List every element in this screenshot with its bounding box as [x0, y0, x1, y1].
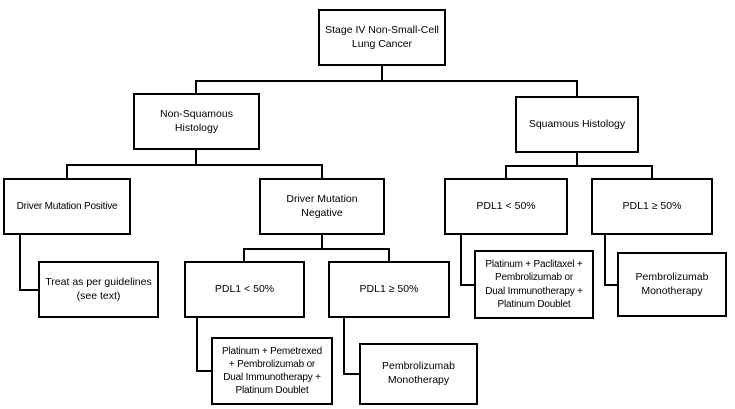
node-squamous-treatment-pdl1-low-label: Platinum + Paclitaxel + Pembrolizumab or… — [485, 259, 583, 310]
node-non-squamous-histology-label: Non-Squamous Histology — [160, 107, 233, 134]
connector-sqpdl1low-to-sqtreat-low — [460, 235, 474, 286]
node-nonsquamous-pdl1-low[interactable]: PDL1 < 50% — [184, 261, 305, 318]
connector-squamous-to-pdl1-high — [577, 165, 653, 178]
node-driver-mutation-positive-label: Driver Mutation Positive — [16, 200, 118, 212]
connector-drivernegative-to-pdl1-low — [243, 235, 323, 261]
connector-root-to-squamous — [382, 80, 578, 96]
node-nonsquamous-pdl1-high-label: PDL1 ≥ 50% — [359, 282, 419, 295]
node-nonsquamous-treatment-pdl1-high[interactable]: Pembrolizumab Monotherapy — [359, 343, 478, 405]
node-squamous-treatment-pdl1-low[interactable]: Platinum + Paclitaxel + Pembrolizumab or… — [474, 250, 594, 319]
connector-root-to-histology — [195, 66, 383, 93]
node-driver-mutation-positive[interactable]: Driver Mutation Positive — [3, 178, 131, 235]
node-squamous-histology-label: Squamous Histology — [528, 117, 626, 130]
node-squamous-histology[interactable]: Squamous Histology — [515, 96, 639, 153]
connector-drivernegative-to-pdl1-high — [322, 248, 390, 261]
connector-pdl1low-to-nstreat-low — [196, 318, 211, 372]
node-squamous-pdl1-low-label: PDL1 < 50% — [476, 199, 536, 212]
node-squamous-pdl1-high-label: PDL1 ≥ 50% — [622, 199, 682, 212]
node-squamous-treatment-pdl1-high[interactable]: Pembrolizumab Monotherapy — [617, 252, 727, 317]
connector-pdl1high-to-nstreat-high — [343, 318, 359, 375]
node-squamous-treatment-pdl1-high-label: Pembrolizumab Monotherapy — [635, 270, 709, 297]
node-nonsquamous-treatment-pdl1-high-label: Pembrolizumab Monotherapy — [382, 360, 455, 386]
connector-squamous-to-pdl1-low — [505, 153, 578, 178]
connector-driverpositive-to-treat-guidelines — [19, 235, 38, 291]
connector-nonsquamous-to-driver-negative — [196, 164, 323, 178]
node-treat-as-per-guidelines[interactable]: Treat as per guidelines (see text) — [38, 261, 159, 318]
node-nonsquamous-treatment-pdl1-low[interactable]: Platinum + Pemetrexed + Pembrolizumab or… — [211, 337, 333, 405]
node-non-squamous-histology[interactable]: Non-Squamous Histology — [133, 93, 260, 150]
node-root-label: Stage IV Non-Small-Cell Lung Cancer — [325, 23, 439, 50]
node-nonsquamous-pdl1-low-label: PDL1 < 50% — [214, 282, 275, 295]
connector-nonsquamous-to-driver-positive — [66, 150, 197, 178]
node-nonsquamous-treatment-pdl1-low-label: Platinum + Pemetrexed + Pembrolizumab or… — [221, 345, 323, 397]
connector-sqpdl1high-to-sqtreat-high — [604, 235, 617, 286]
node-root[interactable]: Stage IV Non-Small-Cell Lung Cancer — [318, 9, 446, 66]
node-squamous-pdl1-low[interactable]: PDL1 < 50% — [444, 178, 568, 235]
node-nonsquamous-pdl1-high[interactable]: PDL1 ≥ 50% — [328, 261, 450, 318]
node-squamous-pdl1-high[interactable]: PDL1 ≥ 50% — [591, 178, 713, 235]
node-treat-as-per-guidelines-label: Treat as per guidelines (see text) — [45, 275, 152, 302]
node-driver-mutation-negative[interactable]: Driver Mutation Negative — [259, 178, 385, 235]
node-driver-mutation-negative-label: Driver Mutation Negative — [286, 192, 358, 219]
